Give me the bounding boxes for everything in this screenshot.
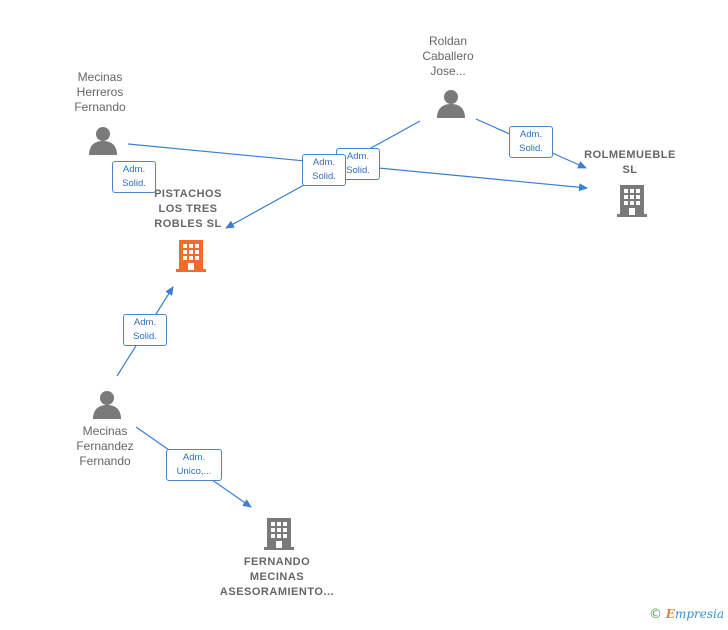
person-name-line: Caballero [422, 49, 474, 63]
company-name-line: ROBLES SL [154, 218, 222, 230]
person-icon[interactable] [436, 88, 466, 118]
company-name-line: ROLMEMUEBLE [584, 149, 676, 161]
relation-role: Solid. [519, 143, 543, 154]
company-name-line: LOS TRES [158, 203, 218, 215]
person-node-p3[interactable]: Mecinas Fernandez Fernando [65, 424, 145, 469]
company-node-c2[interactable]: ROLMEMUEBLE SL [582, 148, 678, 178]
relation-label[interactable]: Adm. Solid. [112, 161, 156, 193]
building-icon[interactable] [263, 516, 295, 550]
company-name-line: MECINAS [249, 571, 305, 583]
company-name-line: ASESORAMIENTO... [219, 586, 335, 598]
person-icon[interactable] [88, 125, 118, 155]
relation-role: Adm. [312, 157, 336, 168]
brand-logo-initial: E [665, 607, 675, 621]
relation-role: Adm. [519, 129, 543, 140]
copyright-symbol: © [648, 607, 662, 622]
relation-role: Adm. [346, 151, 370, 162]
brand-logo-text: mpresia [674, 607, 724, 621]
person-name-line: Roldan [428, 34, 468, 48]
company-node-c3[interactable]: FERNANDO MECINAS ASESORAMIENTO... [212, 555, 342, 600]
person-node-p1[interactable]: Mecinas Herreros Fernando [60, 70, 140, 115]
relation-role: Unico,... [176, 466, 212, 477]
relation-role: Adm. [122, 164, 146, 175]
person-node-p2[interactable]: Roldan Caballero Jose... [408, 34, 488, 79]
relation-role: Solid. [346, 165, 370, 176]
company-name-line: PISTACHOS [154, 188, 222, 200]
relation-label[interactable]: Adm. Unico,... [166, 449, 222, 481]
person-name-line: Fernando [74, 100, 126, 114]
relation-role: Solid. [122, 178, 146, 189]
relation-role: Solid. [133, 331, 157, 342]
building-icon[interactable] [616, 183, 648, 217]
company-name-line: FERNANDO [243, 556, 311, 568]
person-icon[interactable] [92, 389, 122, 419]
company-name-line: SL [622, 164, 638, 176]
relation-role: Solid. [312, 171, 336, 182]
person-name-line: Mecinas [82, 424, 128, 438]
relation-label[interactable]: Adm. Solid. [302, 154, 346, 186]
person-name-line: Herreros [76, 85, 124, 99]
brand-footer: © Empresia [649, 607, 724, 622]
building-icon[interactable] [175, 238, 207, 272]
person-name-line: Jose... [430, 64, 466, 78]
relation-label[interactable]: Adm. Solid. [509, 126, 553, 158]
person-name-line: Mecinas [77, 70, 123, 84]
person-name-line: Fernandez [76, 439, 134, 453]
person-name-line: Fernando [79, 454, 131, 468]
relation-role: Adm. [133, 317, 157, 328]
relation-label[interactable]: Adm. Solid. [123, 314, 167, 346]
company-node-c1[interactable]: PISTACHOS LOS TRES ROBLES SL [140, 187, 236, 232]
relation-role: Adm. [182, 452, 206, 463]
